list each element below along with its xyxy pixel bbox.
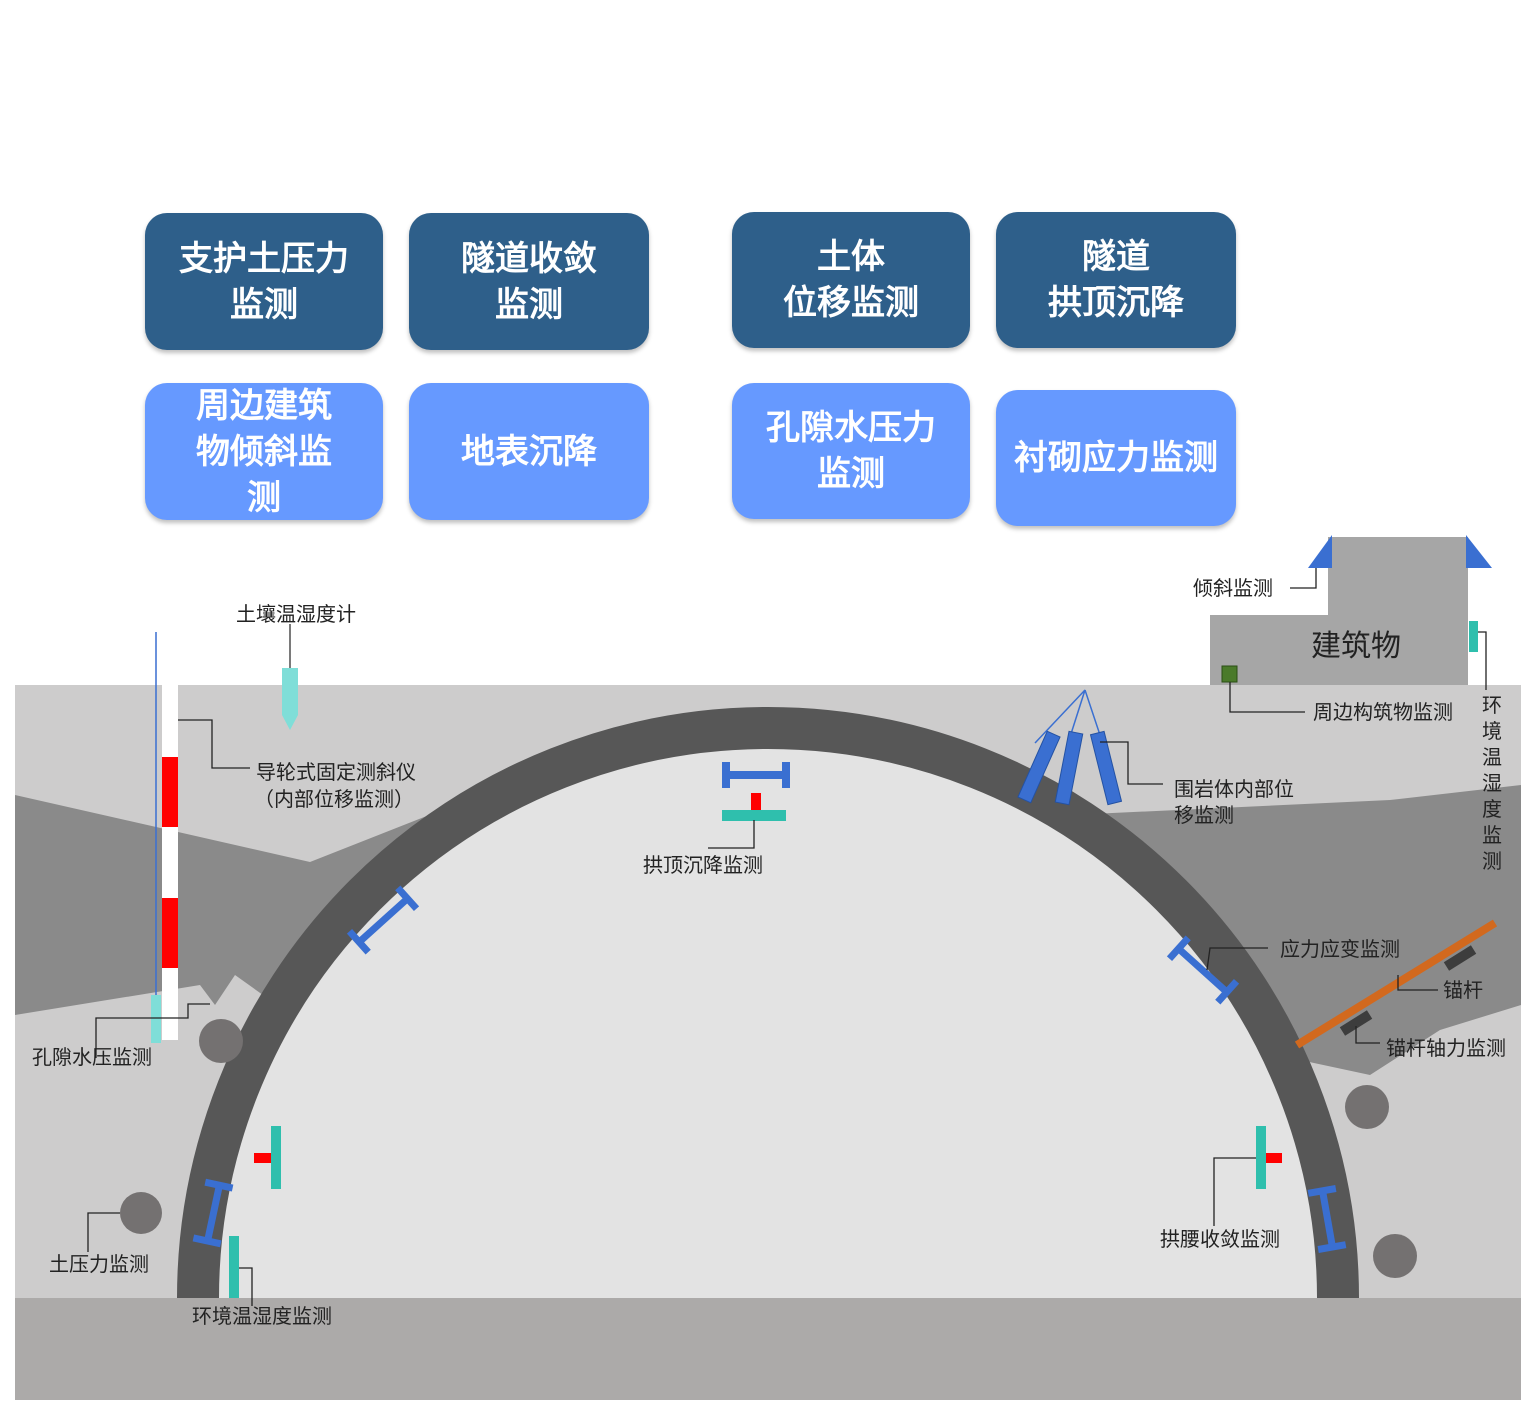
stress-sensor-lower-left [192,1178,234,1248]
tile-soil-displacement: 土体 位移监测 [732,212,970,348]
leader-lines [87,568,1487,1306]
tile-lining-stress: 衬砌应力监测 [996,390,1236,526]
stress-sensor-upper-left [346,885,420,955]
inclinometer-probe [162,898,178,968]
extensometer-rod [1054,730,1084,806]
tile-pore-water-pressure: 孔隙水压力 监测 [732,383,970,519]
tile-crown-settlement: 隧道 拱顶沉降 [996,212,1236,348]
boulder [1373,1234,1417,1278]
extensometer-rod [1089,730,1123,806]
extensometer-wire [1034,689,1086,744]
tilt-sensor-left [1308,535,1332,568]
tile-label: 孔隙水压力 监测 [766,408,936,494]
label-surrounding-structure: 周边构筑物监测 [1313,700,1453,724]
stress-sensor-upper-right [1166,935,1240,1005]
building [1210,537,1468,685]
haunch-marker-right [1264,1153,1282,1163]
tile-surface-settlement: 地表沉降 [409,383,649,520]
anchor-rod [1294,919,1498,1049]
haunch-plate-left [271,1126,281,1189]
extensometer-wire [1069,689,1086,738]
stress-sensor-lower-right [1307,1185,1347,1253]
tunnel-interior [198,728,1338,1298]
tunnel-lining [177,707,1359,1299]
label-inclinometer-sub: （内部位移监测） [254,787,414,811]
tile-tunnel-convergence: 隧道收敛 监测 [409,213,649,350]
boulder [199,1019,243,1063]
tile-label: 土体 位移监测 [783,237,919,323]
haunch-plate-right [1256,1126,1266,1189]
inclinometer-pipe [162,685,178,1040]
inclinometer-probe [162,757,178,827]
extensometer-rod [1017,730,1061,804]
tile-label: 隧道收敛 监测 [461,238,597,325]
tile-label: 衬砌应力监测 [1014,438,1218,478]
tile-building-tilt: 周边建筑 物倾斜监 测 [145,383,383,520]
label-stress-strain: 应力应变监测 [1280,937,1400,961]
tilt-sensor-right [1466,535,1492,568]
env-sensor-lining [229,1236,239,1298]
boulder [120,1192,162,1234]
tile-label: 地表沉降 [461,431,597,472]
haunch-marker-left [254,1153,272,1163]
label-tilt: 倾斜监测 [1193,576,1273,600]
label-inclinometer: 导轮式固定测斜仪 [256,760,416,784]
label-rock-displacement: 围岩体内部位 [1174,777,1294,801]
tile-label: 隧道 拱顶沉降 [1048,237,1184,323]
tile-support-earth-pressure: 支护土压力 监测 [145,213,383,350]
label-anchor-axial: 锚杆轴力监测 [1386,1036,1506,1060]
anchor-force-sensor [1443,945,1477,971]
label-env-temp-humidity: 环境温湿度监测 [192,1304,332,1328]
pore-pressure-sensor [151,995,161,1043]
building-label: 建筑物 [1311,629,1401,664]
tile-label: 支护土压力 监测 [179,238,349,325]
label-env-vertical: 环境温湿度监测 [1482,693,1502,873]
label-earth-pressure: 土压力监测 [49,1252,149,1276]
anchor-force-sensor [1339,1010,1373,1036]
soil-probe [282,668,298,730]
label-anchor: 锚杆 [1443,978,1483,1002]
tile-label: 周边建筑 物倾斜监 测 [196,385,332,518]
label-haunch-convergence: 拱腰收敛监测 [1160,1227,1280,1251]
crown-plate [722,810,786,821]
label-soil-sensor: 土壤温湿度计 [236,602,356,626]
bedrock-layer [15,1298,1521,1400]
extensometer-wire [1084,689,1101,736]
structure-sensor [1221,665,1238,683]
label-pore-pressure: 孔隙水压监测 [32,1045,152,1069]
boulder [1345,1085,1389,1129]
crown-marker [751,793,761,810]
steel-sensor-bar [726,771,786,779]
label-rock-displacement-sub: 移监测 [1174,803,1234,827]
label-crown-settlement: 拱顶沉降监测 [643,853,763,877]
building-env-sensor [1469,621,1478,652]
